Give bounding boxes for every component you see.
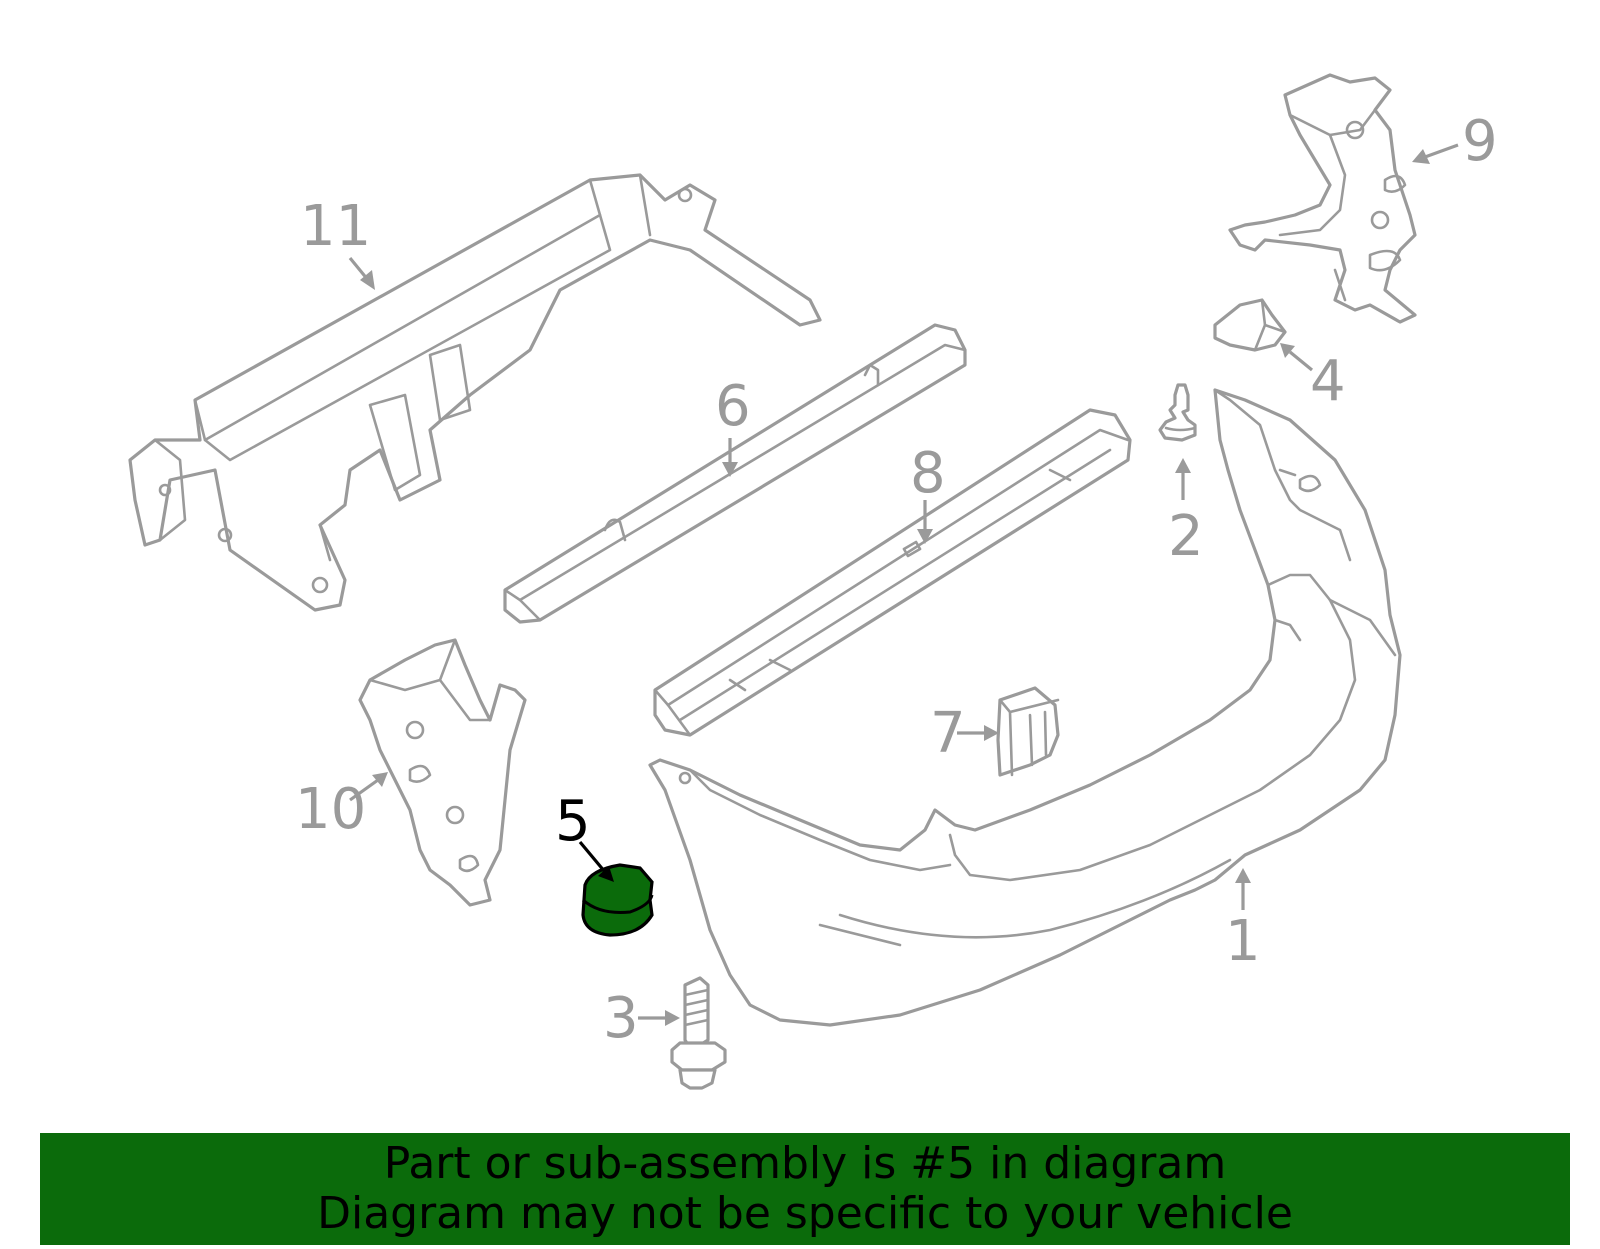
banner-line-1: Part or sub-assembly is #5 in diagram xyxy=(383,1138,1227,1189)
part-5-highlighted[interactable] xyxy=(581,863,654,937)
callout-4: 4 xyxy=(1310,349,1346,414)
banner-line-2: Diagram may not be specific to your vehi… xyxy=(317,1188,1293,1239)
part-1-bumper-cover xyxy=(648,388,1402,1027)
callout-7: 7 xyxy=(930,701,966,766)
part-8-absorber xyxy=(653,408,1132,737)
callout-5[interactable]: 5 xyxy=(555,789,591,854)
part-6-reinforcement xyxy=(503,323,967,624)
leader-lines xyxy=(348,143,1459,1026)
info-banner: Part or sub-assembly is #5 in diagram Di… xyxy=(40,1133,1570,1245)
callout-8: 8 xyxy=(910,441,946,506)
callout-11: 11 xyxy=(300,194,371,259)
callout-2: 2 xyxy=(1168,504,1204,569)
callout-10: 10 xyxy=(295,777,366,842)
callout-3: 3 xyxy=(603,986,639,1051)
part-4-bracket xyxy=(1213,298,1287,352)
part-3-bolt xyxy=(670,976,727,1090)
callout-labels: 11 6 8 9 4 2 7 10 1 3 5 xyxy=(295,109,1498,1051)
part-7-retainer xyxy=(996,686,1060,777)
callout-6: 6 xyxy=(715,374,751,439)
part-10-side-bracket xyxy=(358,638,527,907)
part-11-crossmember xyxy=(128,173,822,612)
callout-9: 9 xyxy=(1462,109,1498,174)
part-9-bracket xyxy=(1228,73,1417,324)
part-2-clip xyxy=(1158,383,1197,442)
callout-1: 1 xyxy=(1225,909,1261,974)
